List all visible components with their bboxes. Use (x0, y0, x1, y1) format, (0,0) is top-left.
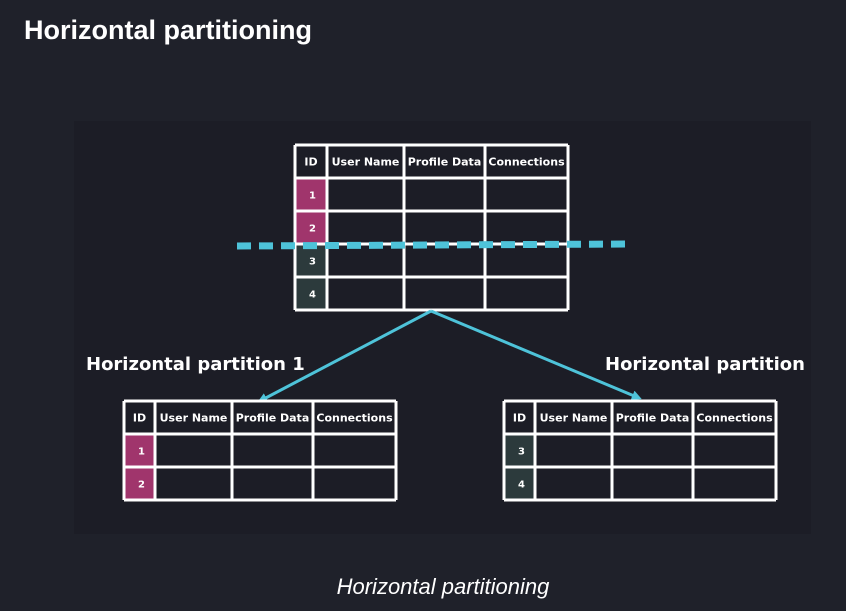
partition-1-header-connections: Connections (316, 412, 393, 425)
partition-2-header-profile-data: Profile Data (616, 412, 690, 425)
source-table-header-user-name: User Name (332, 156, 400, 169)
partition-2-id-cell (504, 467, 535, 500)
source-table-id-cell (295, 277, 327, 310)
partition-1-header-profile-data: Profile Data (236, 412, 310, 425)
partition-1-table: ID User Name Profile Data Connections 1 2 (122, 399, 398, 502)
partition-2-id-label: 3 (518, 447, 525, 458)
partition-1-id-label: 2 (138, 480, 145, 491)
partition-1-id-cell (124, 434, 155, 467)
arrow-to-partition-2 (430, 309, 642, 400)
page-title: Horizontal partitioning (24, 15, 312, 45)
figure-caption: Horizontal partitioning (336, 574, 550, 599)
partition-1-label: Horizontal partition 1 (86, 354, 305, 375)
partition-2-id-label: 4 (518, 480, 525, 491)
partition-2-header-id: ID (513, 412, 526, 425)
source-table-header-profile-data: Profile Data (408, 156, 482, 169)
source-table-id-cell (295, 178, 327, 211)
source-table-header-id: ID (304, 156, 317, 169)
partition-1-header-id: ID (133, 412, 146, 425)
source-table-id-label: 1 (309, 191, 316, 202)
source-table-id-label: 4 (309, 290, 316, 301)
source-table: ID User Name Profile Data Connections 1 2 3 4 (293, 143, 570, 312)
source-table-id-cell (295, 244, 327, 277)
source-table-id-label: 2 (309, 224, 316, 235)
partition-2-table: ID User Name Profile Data Connections 3 4 (502, 399, 778, 502)
partition-1-id-label: 1 (138, 447, 145, 458)
partition-2-label: Horizontal partition 2 (605, 354, 811, 375)
source-table-id-label: 3 (309, 257, 316, 268)
partition-2-id-cell (504, 434, 535, 467)
source-table-id-cell (295, 211, 327, 244)
partition-2-header-user-name: User Name (540, 412, 608, 425)
source-table-header-connections: Connections (488, 156, 565, 169)
partition-2-header-connections: Connections (696, 412, 773, 425)
arrow-to-partition-1 (257, 309, 432, 403)
partition-1-id-cell (124, 467, 155, 500)
partition-1-header-user-name: User Name (160, 412, 228, 425)
